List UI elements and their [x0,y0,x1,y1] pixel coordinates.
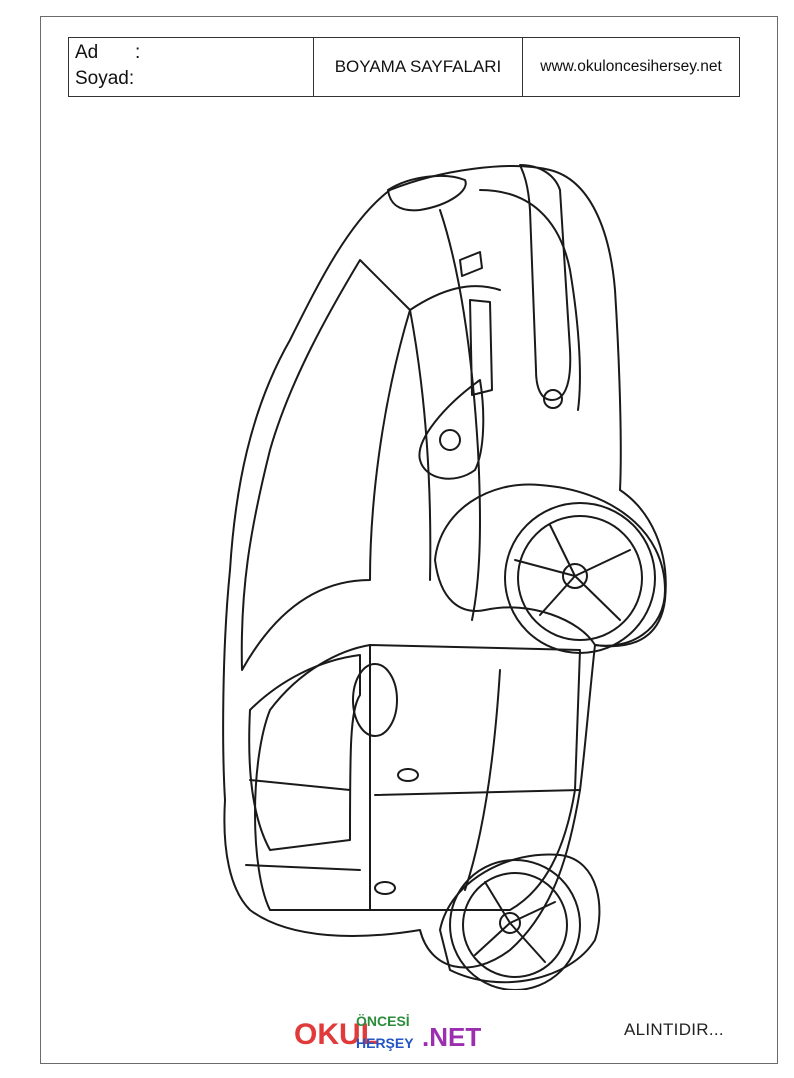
rear-wheel-arch [439,853,601,984]
ad-colon: : [135,42,141,63]
website-url: www.okuloncesihersey.net [540,58,722,75]
front-hub-icon [562,563,588,589]
front-grille [479,189,581,411]
fog-light-icon [543,389,563,409]
rear-wheel [449,859,581,990]
credit-note: ALINTIDIR... [624,1020,724,1039]
ad-label-row: Ad : [75,40,307,66]
headlight [418,379,485,480]
hood-line [409,309,432,581]
header-table: Ad : Soyad: BOYAMA SAYFALARI www.okulonc… [68,37,740,97]
front-wheel-arch [434,483,666,647]
logo-net: .NET [422,1022,481,1052]
car-body-outline [222,165,667,969]
logo-oncesi: ÖNCESİ [356,1013,410,1029]
ad-label: Ad [75,42,99,63]
front-wheel [504,502,656,654]
door-handle-rear [374,881,396,895]
page-title: BOYAMA SAYFALARI [314,38,523,96]
soyad-label: Soyad: [75,68,135,89]
car-line-art [222,164,667,990]
rear-hub-icon [499,912,521,934]
site-logo: OKUL ÖNCESİ HERŞEY .NET [294,1013,481,1052]
door-handle-front [397,768,419,782]
windshield [240,259,411,671]
side-mirror [352,663,398,737]
logo-okul: OKUL [294,1018,379,1051]
badge-icon [459,251,483,277]
side-window [248,654,361,851]
top-mirror [387,174,467,212]
logo-hersey: HERŞEY [356,1035,414,1051]
name-cell: Ad : Soyad: [69,38,314,96]
headlight-bulb [439,429,461,451]
page-frame [40,16,778,1064]
